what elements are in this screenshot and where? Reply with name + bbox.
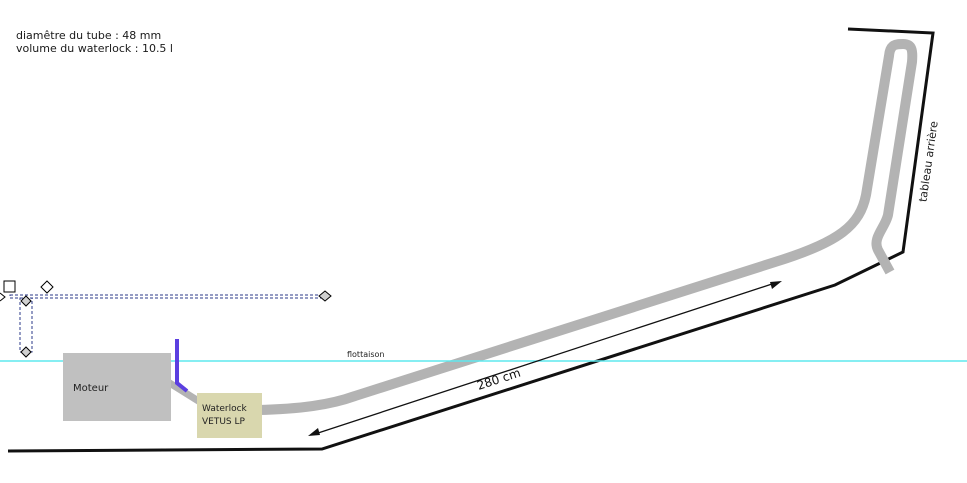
dimension-arrowhead-left	[308, 428, 320, 436]
diamond-handle-right[interactable]	[318, 290, 332, 302]
tube-diameter-label: diamêtre du tube : 48 mm	[16, 29, 161, 42]
selection-anchor-handle[interactable]	[3, 280, 16, 293]
engine-box[interactable]	[63, 353, 171, 421]
dimension-arrowhead-right	[770, 281, 782, 289]
engine-to-waterlock-tube	[166, 379, 202, 405]
engine-label: Moteur	[73, 383, 109, 394]
exhaust-riser	[175, 339, 189, 393]
waterlock-volume-label: volume du waterlock : 10.5 l	[16, 42, 173, 55]
engine[interactable]: Moteur	[63, 353, 171, 421]
exhaust-tube	[257, 39, 918, 415]
diamond-handle-top[interactable]	[40, 280, 54, 294]
selection-handles[interactable]	[0, 280, 332, 358]
waterlock-label-line2: VETUS LP	[202, 417, 246, 427]
waterline-label: flottaison	[347, 350, 384, 359]
hull-outline	[7, 27, 935, 453]
waterlock-label-line1: Waterlock	[202, 404, 248, 414]
dimension-line	[314, 282, 776, 435]
waterlock-box[interactable]	[197, 393, 262, 438]
diamond-handle-upper[interactable]	[20, 295, 32, 307]
selection-dashed-box-horizontal	[9, 294, 326, 299]
selection-edge-handle-left[interactable]	[0, 292, 6, 302]
waterlock[interactable]: Waterlock VETUS LP	[197, 393, 262, 438]
diamond-handle-bottom[interactable]	[20, 346, 32, 358]
